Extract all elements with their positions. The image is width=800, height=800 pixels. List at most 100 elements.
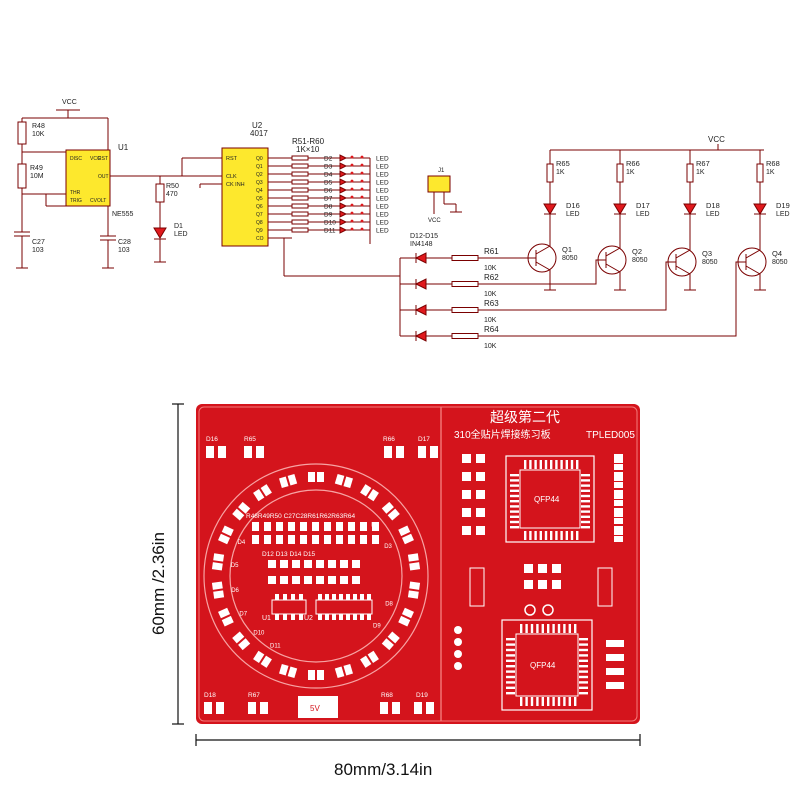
inner-diode-pad xyxy=(304,560,312,568)
c28-value: 103 xyxy=(118,247,130,254)
driver-led-value: LED xyxy=(706,211,720,218)
led-chain-label: LED xyxy=(376,188,389,195)
pcb-d16-label: D16 xyxy=(206,436,218,443)
resnet-resistor xyxy=(291,219,309,225)
led-chain-ref: D6 xyxy=(324,188,333,195)
resnet-resistor xyxy=(291,187,309,193)
side-smd-pad xyxy=(614,454,623,463)
inner-diode-pad xyxy=(340,576,348,584)
transistor-part: 8050 xyxy=(632,257,648,264)
corner-component-pad xyxy=(256,446,264,458)
collector-resistor xyxy=(686,163,694,183)
u2-output-pin-label: Q6 xyxy=(256,204,263,210)
side-smd-pad xyxy=(606,640,624,647)
u1-pin-out: OUT xyxy=(98,174,109,180)
qfp44-bottom-label: QFP44 xyxy=(530,661,556,670)
inner-diode-pad xyxy=(340,560,348,568)
d1-ref: D1 xyxy=(174,223,183,230)
side-smd-pad xyxy=(462,526,471,535)
u2-pcb-label: U2 xyxy=(304,615,313,622)
ring-led-footprint xyxy=(360,484,379,502)
d1-led xyxy=(153,227,167,239)
inner-diode-pad xyxy=(328,560,336,568)
base-resistor-ref: R61 xyxy=(484,247,499,256)
pcb-r68-label: R68 xyxy=(381,692,393,699)
corner-component-pad xyxy=(418,446,426,458)
through-hole-pad xyxy=(454,662,462,670)
c27-ref: C27 xyxy=(32,239,45,246)
inner-resistor-pad xyxy=(372,522,379,531)
resnet-resistor xyxy=(291,171,309,177)
qfp44-top-body xyxy=(519,469,581,529)
inner-resistor-pad xyxy=(300,522,307,531)
collector-resistor xyxy=(616,163,624,183)
ring-led-label: D8 xyxy=(385,601,393,607)
corner-component-pad xyxy=(218,446,226,458)
base-resistor xyxy=(451,333,479,339)
u2-output-pin-label: Q4 xyxy=(256,188,263,194)
through-hole-pad xyxy=(454,650,462,658)
qfp44-top-label: QFP44 xyxy=(534,495,560,504)
base-resistor-ref: R63 xyxy=(484,299,499,308)
driver-led-ref: D19 xyxy=(776,201,790,210)
c28-ref: C28 xyxy=(118,239,131,246)
ring-led-footprint xyxy=(218,607,234,627)
u2-output-pin-label: Q0 xyxy=(256,156,263,162)
u2-output-pin-label: Q3 xyxy=(256,180,263,186)
base-resistor xyxy=(451,307,479,313)
u2-left-pin-label: CK INH xyxy=(226,182,245,188)
side-smd-pad xyxy=(606,668,624,675)
u1-ref: U1 xyxy=(118,143,129,152)
transistor-ref: Q3 xyxy=(702,249,712,258)
inner-resistor-pad xyxy=(348,522,355,531)
pcb-model: TPLED005 xyxy=(586,430,635,441)
r50-ref: R50 xyxy=(166,183,179,190)
qfp44-top-outline xyxy=(505,455,595,543)
driver-led xyxy=(543,203,557,215)
led-chain-led xyxy=(339,154,348,162)
inner-diode-pad xyxy=(328,576,336,584)
inner-resistor-pad xyxy=(252,535,259,544)
inner-resistor-pad xyxy=(348,535,355,544)
led-chain-ref: D9 xyxy=(324,212,333,219)
corner-component-pad xyxy=(396,446,404,458)
c27-value: 103 xyxy=(32,247,44,254)
pcb-5v-jack xyxy=(298,696,338,718)
inner-diode-pad xyxy=(268,560,276,568)
resnet-resistor xyxy=(291,227,309,233)
r50-resistor xyxy=(155,183,165,203)
base-resistor-value: 10K xyxy=(484,291,497,298)
transistor-ref: Q4 xyxy=(772,249,782,258)
u2-output-pin-label: Q2 xyxy=(256,172,263,178)
pcb-r66-label: R66 xyxy=(383,436,395,443)
led-chain-label: LED xyxy=(376,180,389,187)
led-chain-ref: D5 xyxy=(324,180,333,187)
u2-output-pin-label: Q5 xyxy=(256,196,263,202)
pcb-d17-label: D17 xyxy=(418,436,430,443)
inner-diode-pad xyxy=(352,560,360,568)
pcb-subtitle: 310全贴片焊接练习板 xyxy=(454,428,551,441)
pcb-center-row-mid: D12 D13 D14 D15 xyxy=(262,551,315,558)
r48-resistor xyxy=(17,121,27,145)
ring-led-footprint xyxy=(211,553,225,571)
corner-component-pad xyxy=(206,446,214,458)
inner-diode-pad xyxy=(304,576,312,584)
r49-resistor xyxy=(17,163,27,189)
ring-led-footprint xyxy=(381,631,400,651)
ring-led-footprint xyxy=(398,525,414,545)
transistor-part: 8050 xyxy=(772,259,788,266)
side-smd-pad xyxy=(462,508,471,517)
side-smd-pad xyxy=(614,490,623,499)
led-chain-led xyxy=(339,162,348,170)
inner-resistor-pad xyxy=(312,535,319,544)
inner-resistor-pad xyxy=(372,535,379,544)
collector-resistor-ref: R68 xyxy=(766,159,780,168)
inner-diode-pad xyxy=(352,576,360,584)
pcb-d19-label: D19 xyxy=(416,692,428,699)
u2-output-pin-label: Q8 xyxy=(256,220,263,226)
inner-diode-pad xyxy=(268,576,276,584)
inner-resistor-pad xyxy=(264,535,271,544)
led-chain-led xyxy=(339,194,348,202)
base-resistor xyxy=(451,255,479,261)
